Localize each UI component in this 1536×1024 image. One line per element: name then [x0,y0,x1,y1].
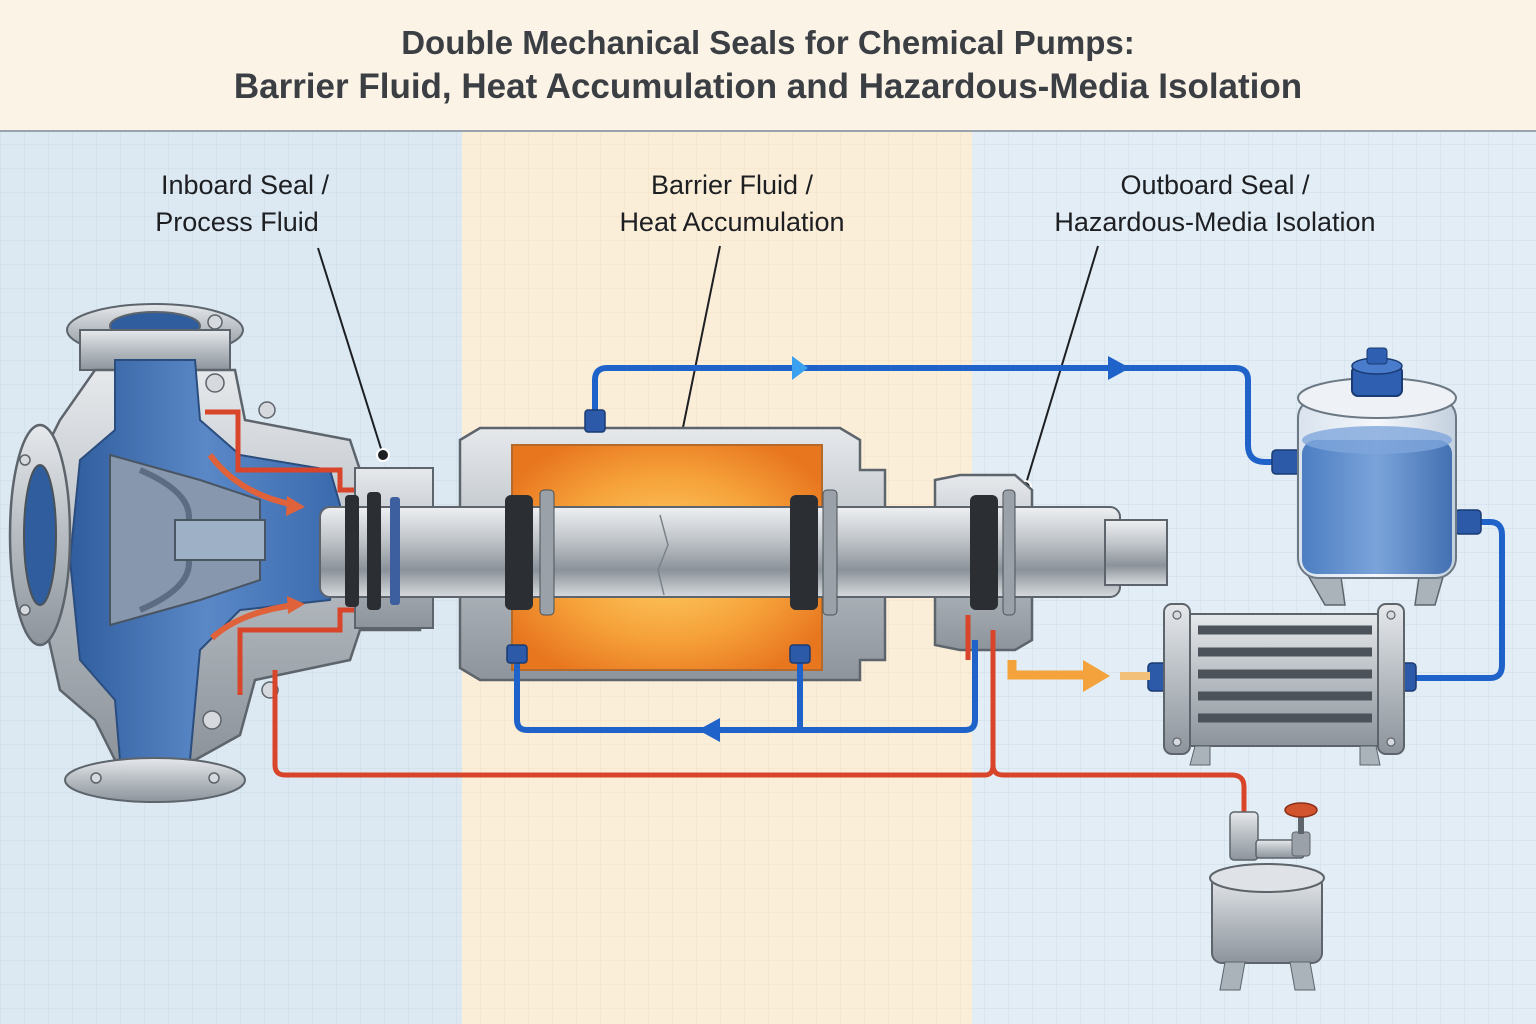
flow-arrow-icon [286,496,305,516]
title-line-2: Barrier Fluid, Heat Accumulation and Haz… [233,67,1303,106]
flow-arrow-icon [1083,660,1110,692]
callout-barrier-line-2: Heat Accumulation [619,207,844,237]
flow-arrow-icon [287,596,305,614]
reservoir-tank-icon [1297,347,1457,606]
valve-icon [1284,802,1318,857]
process-flow-arrows [207,453,305,641]
title-line-1: Double Mechanical Seals for Chemical Pum… [401,24,1135,61]
barrier-flow-arrows [698,356,1130,742]
callout-inboard-line-1: Inboard Seal / [161,170,330,200]
callout-outboard-line-1: Outboard Seal / [1120,170,1310,200]
heat-flow-line [1007,660,1085,680]
seal-ring-icon [345,489,1016,616]
drain-pot-icon [1209,811,1325,991]
callout-barrier-line-1: Barrier Fluid / [651,170,814,200]
barrier-fluid-circuit [514,365,1505,733]
title-banner: Double Mechanical Seals for Chemical Pum… [0,0,1536,132]
impeller-icon [109,453,266,627]
flow-arrow-icon [792,356,808,380]
seal-system-diagram: Inboard Seal / Process Fluid Barrier Flu… [0,132,1536,1024]
shaft-icon [319,506,1168,598]
callout-inboard-line-2: Process Fluid [155,207,319,237]
flow-arrow-icon [1108,356,1130,380]
callout-outboard-line-2: Hazardous-Media Isolation [1054,207,1375,237]
leak-detection-line [272,615,1247,815]
heat-exchanger-icon [1163,603,1405,766]
leader-dot-inboard [376,448,390,462]
flow-arrow-icon [698,718,720,742]
